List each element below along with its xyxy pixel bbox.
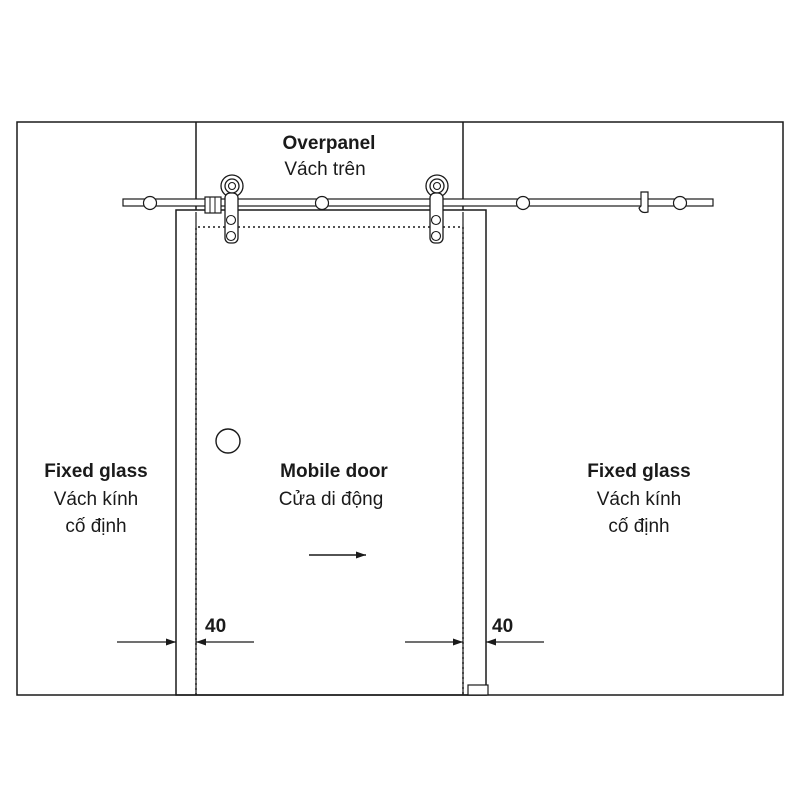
dimension-left: 40 <box>205 616 227 637</box>
right-end-stop <box>638 191 649 214</box>
right-panel-title: Fixed glass <box>587 461 691 482</box>
rail-spacer <box>314 195 330 211</box>
right-panel-line2: cố định <box>608 516 670 537</box>
left-panel-line1: Vách kính <box>53 489 139 510</box>
left-stopper <box>204 196 222 214</box>
roller-hanger-left-icon <box>220 174 244 244</box>
door-title: Mobile door <box>280 461 388 482</box>
door-overlap-dotted-line <box>195 226 464 695</box>
outer-frame <box>16 121 784 696</box>
roller-hanger-right-icon <box>425 174 449 244</box>
right-panel-line1: Vách kính <box>596 489 682 510</box>
overpanel-title: Overpanel <box>282 133 376 154</box>
circle-handle-icon <box>215 428 241 454</box>
door-subtitle: Cửa di động <box>278 489 384 510</box>
left-panel-title: Fixed glass <box>44 461 148 482</box>
track-rail <box>122 198 714 207</box>
overpanel-subtitle: Vách trên <box>284 159 366 180</box>
left-panel-line2: cố định <box>65 516 127 537</box>
dimension-right: 40 <box>492 616 514 637</box>
floor-guide <box>467 684 489 696</box>
rail-spacer <box>515 195 531 211</box>
mobile-door-leaf <box>175 209 487 696</box>
rail-spacer <box>672 195 688 211</box>
rail-spacer <box>142 195 158 211</box>
